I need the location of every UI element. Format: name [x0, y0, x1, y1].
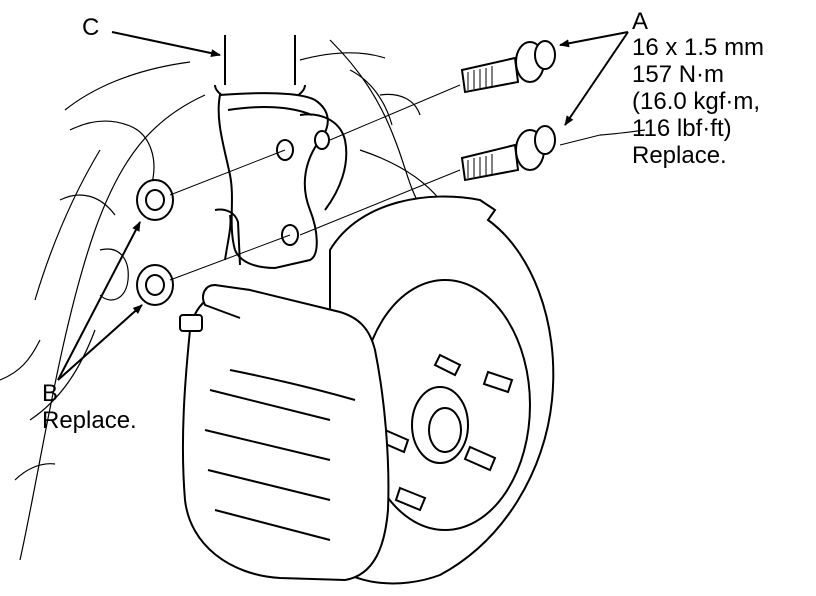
bolt-a-lower — [460, 125, 556, 182]
callout-a-note: Replace. — [632, 142, 727, 169]
callout-a-torque-nm: 157 N·m — [632, 61, 725, 88]
callout-a-letter: A — [632, 8, 649, 35]
callout-c-letter: C — [82, 14, 100, 41]
nut-b-upper — [136, 179, 174, 221]
callout-b-letter: B — [42, 380, 59, 407]
callout-a-torque-lbfft: 116 lbf·ft) — [632, 115, 732, 142]
callout-a-size: 16 x 1.5 mm — [632, 34, 765, 61]
leader-lines — [57, 31, 629, 381]
callout-a-torque-kgfm: (16.0 kgf·m, — [632, 88, 761, 115]
brake-caliper — [179, 208, 390, 582]
callout-b-note: Replace. — [42, 407, 137, 434]
background-chassis-lines — [0, 39, 646, 561]
bolt-axis-lines — [169, 84, 601, 281]
brake-rotor — [329, 195, 555, 585]
wheel-studs — [379, 353, 514, 512]
nut-b-lower — [136, 264, 174, 306]
bolt-a-upper — [460, 40, 556, 94]
steering-knuckle — [217, 92, 348, 270]
